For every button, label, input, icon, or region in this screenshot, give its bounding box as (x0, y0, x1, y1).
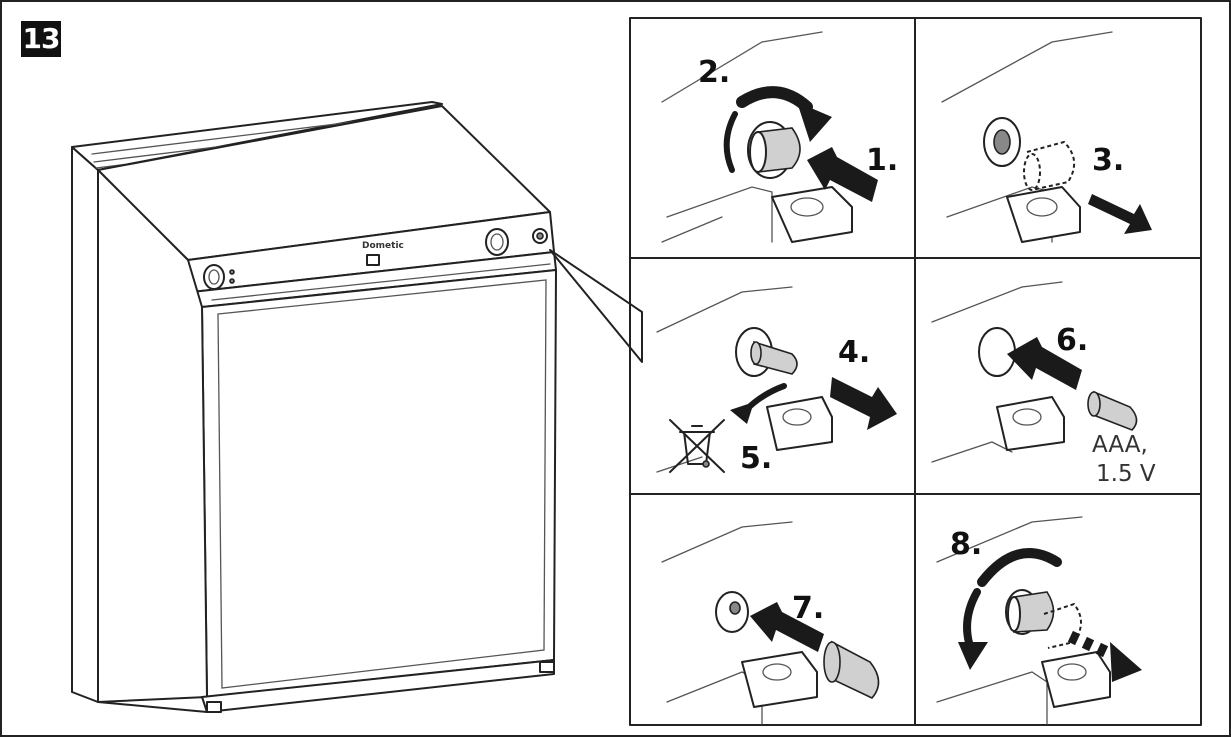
panel-step-8: 8. (936, 516, 1142, 725)
pull-arrow-icon (1088, 194, 1152, 234)
new-battery-icon (1087, 390, 1138, 431)
step-3-label: 3. (1092, 143, 1124, 178)
refrigerator-drawing: Dometic (71, 101, 643, 713)
battery-voltage: 1.5 V (1096, 461, 1156, 487)
figure-number: 13 (21, 21, 61, 57)
rotate-arrow-icon (958, 642, 988, 670)
battery-type: AAA, (1092, 432, 1148, 458)
panel-steps-4-5: 4. 5. (656, 286, 897, 476)
step-1-label: 1. (866, 143, 898, 178)
step-6-label: 6. (1056, 323, 1088, 358)
step-8-label: 8. (950, 527, 982, 562)
step-4-label: 4. (838, 335, 870, 370)
panel-step-7: 7. (661, 521, 880, 725)
push-arrow-icon (807, 147, 878, 202)
old-battery-icon (750, 340, 798, 375)
insert-cap-arrow-icon (750, 602, 824, 652)
panel-step-6: 6. AAA, 1.5 V (931, 281, 1156, 487)
panel-step-3: 3. (941, 31, 1152, 243)
step-panel-grid (629, 17, 1202, 726)
step-5-label: 5. (740, 441, 772, 476)
dashed-push-arrow-icon (1067, 630, 1142, 682)
panel-steps-1-2: 2. 1. (661, 31, 898, 243)
step-7-label: 7. (792, 591, 824, 626)
weee-crossed-bin-icon (669, 419, 725, 473)
step-2-label: 2. (698, 55, 730, 90)
brand-label: Dometic (362, 241, 404, 251)
cap-icon (823, 640, 880, 699)
insert-arrow-icon (1007, 337, 1082, 390)
